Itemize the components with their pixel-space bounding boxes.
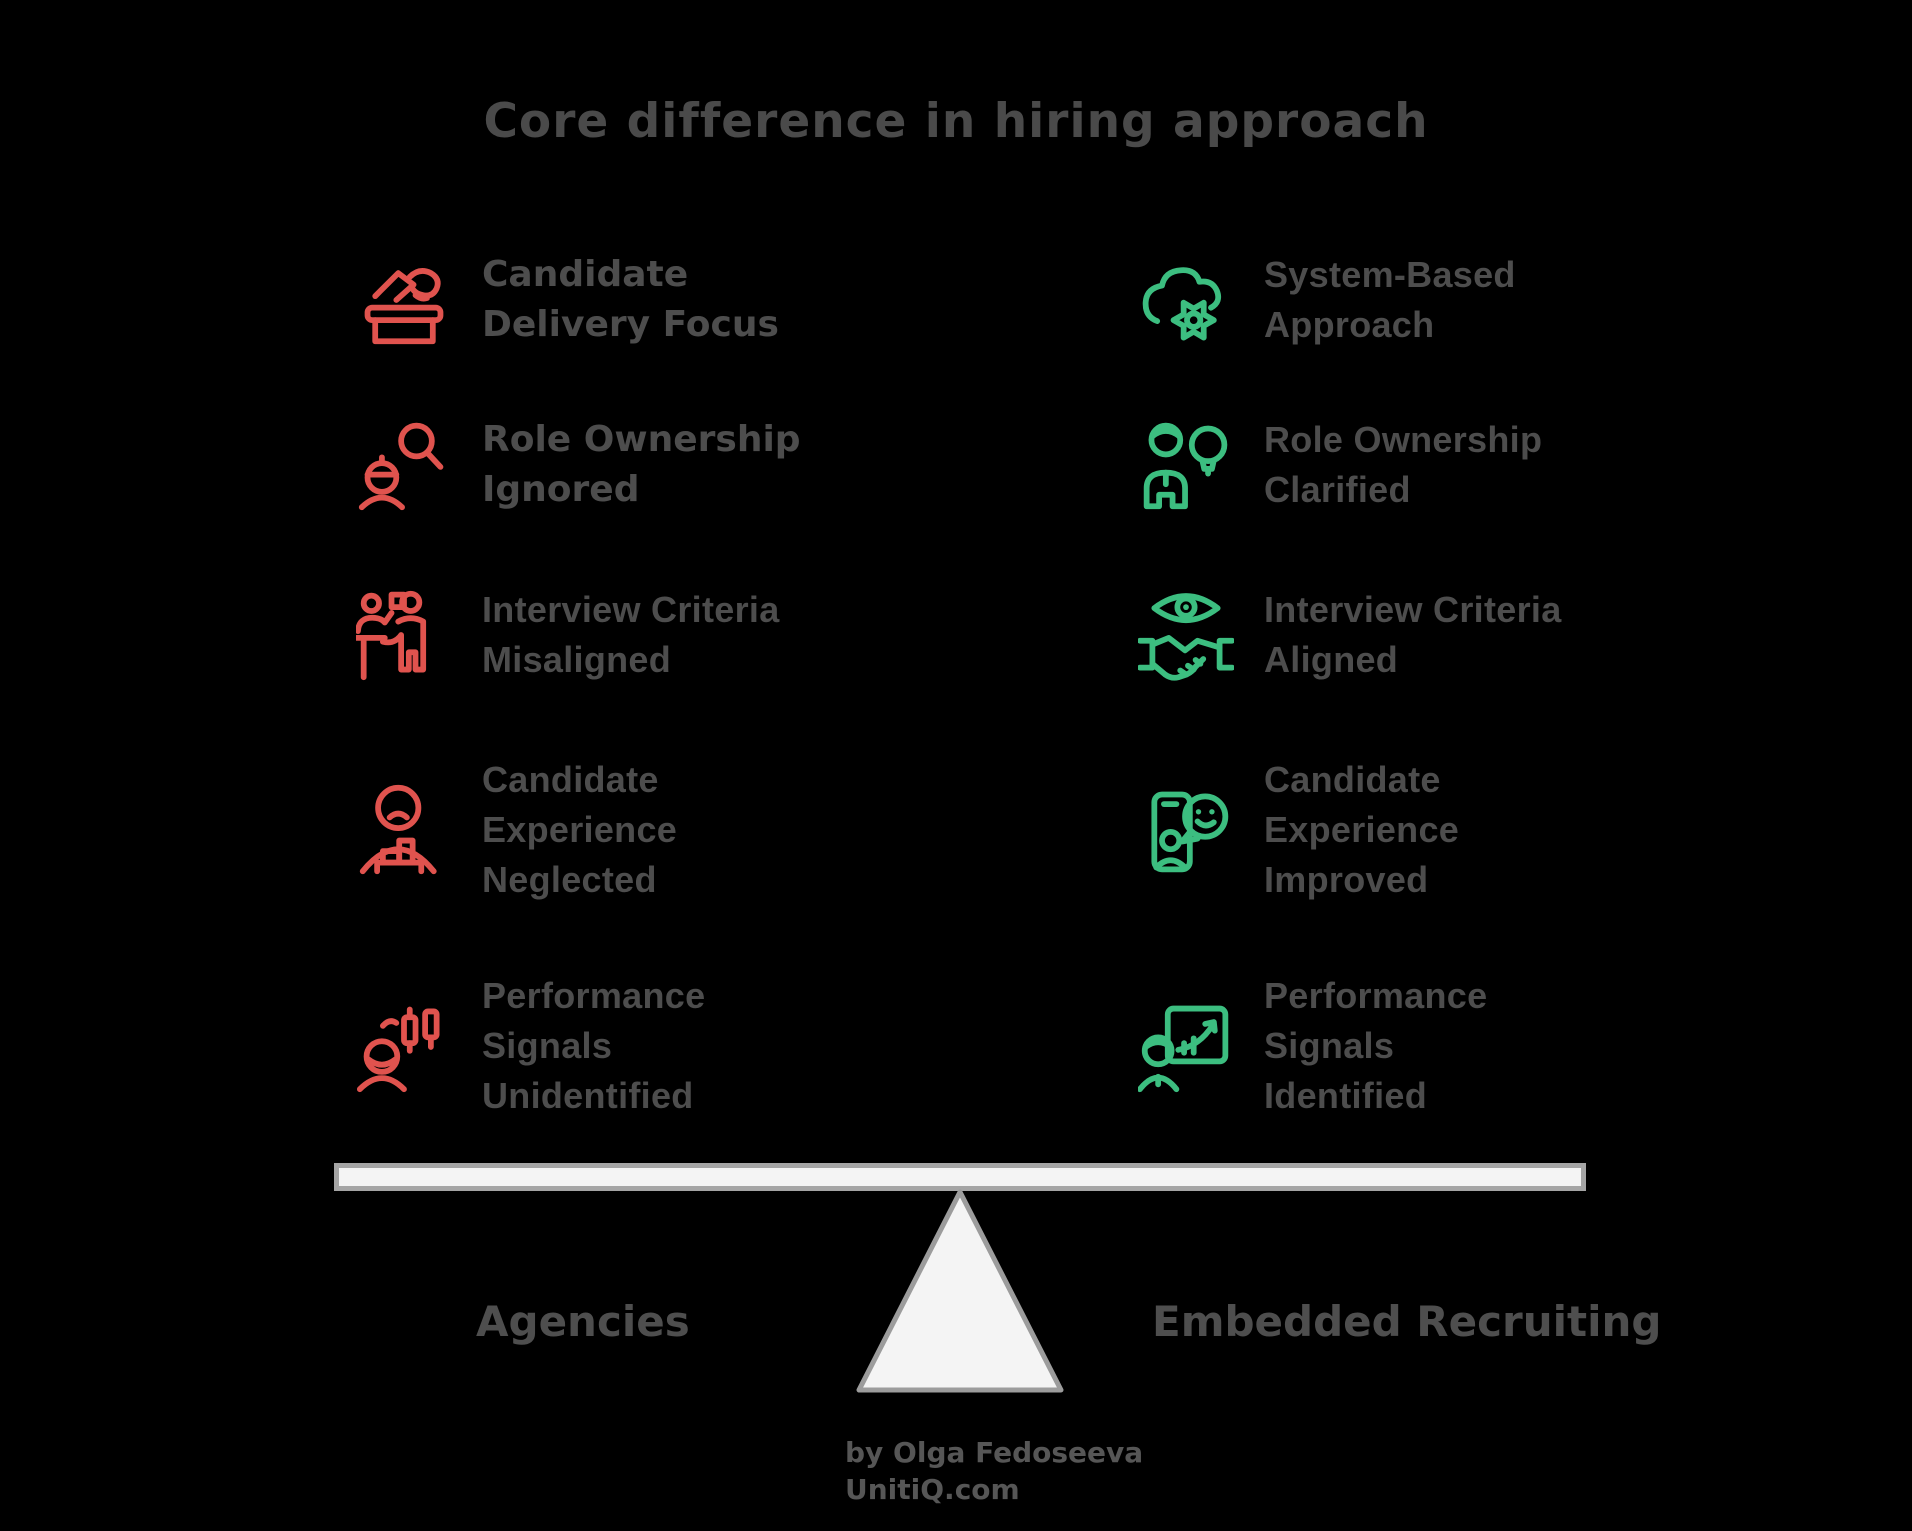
- item-label-line: Signals: [482, 1024, 613, 1066]
- item-label: Role Ownership Ignored: [482, 415, 801, 515]
- list-item: System-Based Approach: [1138, 240, 1516, 360]
- sad-candidate-icon: [356, 782, 452, 878]
- item-label: Candidate Delivery Focus: [482, 250, 779, 350]
- item-label: Performance Signals Identified: [1264, 971, 1487, 1121]
- item-label-line: Role Ownership: [1264, 419, 1543, 460]
- item-label-line: Clarified: [1264, 469, 1411, 510]
- cloud-gear-icon: [1138, 252, 1234, 348]
- item-label-line: Interview Criteria: [1264, 589, 1562, 630]
- list-item: Role Ownership Clarified: [1138, 405, 1542, 525]
- item-label-line: Role Ownership: [482, 419, 801, 460]
- item-label-line: Performance: [482, 974, 706, 1016]
- item-label-line: Delivery Focus: [482, 304, 779, 345]
- item-label-line: Signals: [1264, 1024, 1395, 1066]
- person-lightbulb-icon: [1138, 417, 1234, 513]
- item-label-line: Identified: [1264, 1074, 1427, 1116]
- item-label-line: Interview Criteria: [482, 589, 780, 630]
- item-label-line: Experience: [1264, 809, 1460, 850]
- item-label-line: Improved: [1264, 859, 1429, 900]
- item-label: Candidate Experience Neglected: [482, 755, 677, 905]
- right-side-label: Embedded Recruiting: [1152, 1297, 1662, 1346]
- seesaw-beam: [334, 1163, 1586, 1191]
- market-signals-icon: [356, 998, 452, 1094]
- list-item: Role Ownership Ignored: [356, 405, 801, 525]
- item-label-line: Experience: [482, 809, 678, 850]
- item-label-line: Neglected: [482, 859, 657, 900]
- item-label-line: Ignored: [482, 469, 640, 510]
- eye-handshake-icon: [1138, 587, 1234, 683]
- item-label-line: Candidate: [482, 759, 659, 800]
- ballot-box-icon: [356, 252, 452, 348]
- item-label-line: Candidate: [482, 254, 689, 295]
- item-label: Candidate Experience Improved: [1264, 755, 1459, 905]
- item-label: Interview Criteria Aligned: [1264, 585, 1562, 685]
- page-title: Core difference in hiring approach: [483, 94, 1429, 149]
- left-side-label: Agencies: [476, 1297, 690, 1346]
- item-label-line: Misaligned: [482, 639, 672, 680]
- item-label-line: System-Based: [1264, 254, 1516, 295]
- list-item: Interview Criteria Aligned: [1138, 575, 1562, 695]
- item-label: Performance Signals Unidentified: [482, 971, 705, 1121]
- list-item: Interview Criteria Misaligned: [356, 575, 780, 695]
- list-item: Candidate Experience Improved: [1138, 745, 1459, 915]
- phone-feedback-icon: [1138, 782, 1234, 878]
- list-item: Candidate Delivery Focus: [356, 240, 779, 360]
- item-label-line: Performance: [1264, 974, 1488, 1016]
- list-item: Performance Signals Unidentified: [356, 958, 705, 1133]
- item-label-line: Unidentified: [482, 1074, 694, 1116]
- item-label-line: Aligned: [1264, 639, 1399, 680]
- seesaw-fulcrum: [856, 1189, 1064, 1393]
- list-item: Candidate Experience Neglected: [356, 745, 677, 915]
- presenter-chart-icon: [1138, 998, 1234, 1094]
- author-credit-line: UnitiQ.com: [845, 1473, 1020, 1506]
- author-credit-line: by Olga Fedoseeva: [845, 1436, 1144, 1469]
- item-label: Role Ownership Clarified: [1264, 415, 1542, 515]
- list-item: Performance Signals Identified: [1138, 958, 1487, 1133]
- item-label: Interview Criteria Misaligned: [482, 585, 780, 685]
- item-label-line: Candidate: [1264, 759, 1441, 800]
- author-credit: by Olga Fedoseeva UnitiQ.com: [845, 1434, 1143, 1508]
- headhunter-magnifier-icon: [356, 417, 452, 513]
- interview-desk-icon: [356, 587, 452, 683]
- item-label-line: Approach: [1264, 304, 1435, 345]
- item-label: System-Based Approach: [1264, 250, 1516, 350]
